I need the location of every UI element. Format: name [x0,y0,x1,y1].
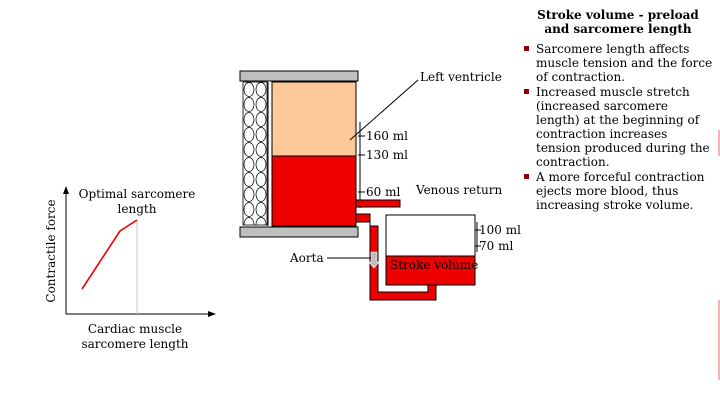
venous-return-label: Venous return [415,183,502,197]
force-length-graph: Optimal sarcomere length Contractile for… [44,186,216,351]
bottom-plate [239,226,359,238]
panel-title-line2: and sarcomere length [544,22,692,36]
x-axis-label-line1: Cardiac muscle [88,322,182,336]
aorta-label: Aorta [289,251,324,265]
square-bullet-icon [524,174,529,179]
bullet-item: A more forceful contraction ejects more … [522,170,714,212]
info-panel: Stroke volume - preload and sarcomere le… [522,8,714,213]
ventricle-blood [271,155,357,227]
mark-60ml: 60 ml [366,185,400,199]
mark-100ml: 100 ml [479,223,521,237]
venous-return-tube [355,199,401,208]
left-ventricle-pointer [349,79,419,141]
y-axis-label: Contractile force [44,199,58,302]
square-bullet-icon [524,46,529,51]
stroke-volume-label: Stroke volume [390,258,478,272]
panel-title: Stroke volume - preload and sarcomere le… [522,8,714,36]
bullet-text: Sarcomere length affects muscle tension … [536,42,713,84]
square-bullet-icon [524,89,529,94]
mark-70ml: 70 ml [479,239,513,253]
bullet-item: Increased muscle stretch (increased sarc… [522,85,714,169]
muscle-fibers [242,81,268,226]
panel-title-line1: Stroke volume - preload [537,8,699,22]
top-plate [239,70,359,82]
optimal-label-line2: length [118,202,157,216]
optimal-label-line1: Optimal sarcomere [79,187,196,201]
left-ventricle-label: Left ventricle [420,70,502,84]
bullet-list: Sarcomere length affects muscle tension … [522,42,714,212]
bullet-item: Sarcomere length affects muscle tension … [522,42,714,84]
ventricle-tissue [271,81,357,157]
edge-mark [718,130,720,156]
mark-160ml: 160 ml [366,129,408,143]
bullet-text: A more forceful contraction ejects more … [536,170,705,212]
stroke-volume-blood [385,255,476,286]
force-curve [81,219,138,290]
x-axis-label-line2: sarcomere length [81,337,188,351]
edge-mark [718,300,720,380]
aorta-valve [368,251,380,269]
bullet-text: Increased muscle stretch (increased sarc… [536,85,710,169]
mark-130ml: 130 ml [366,148,408,162]
